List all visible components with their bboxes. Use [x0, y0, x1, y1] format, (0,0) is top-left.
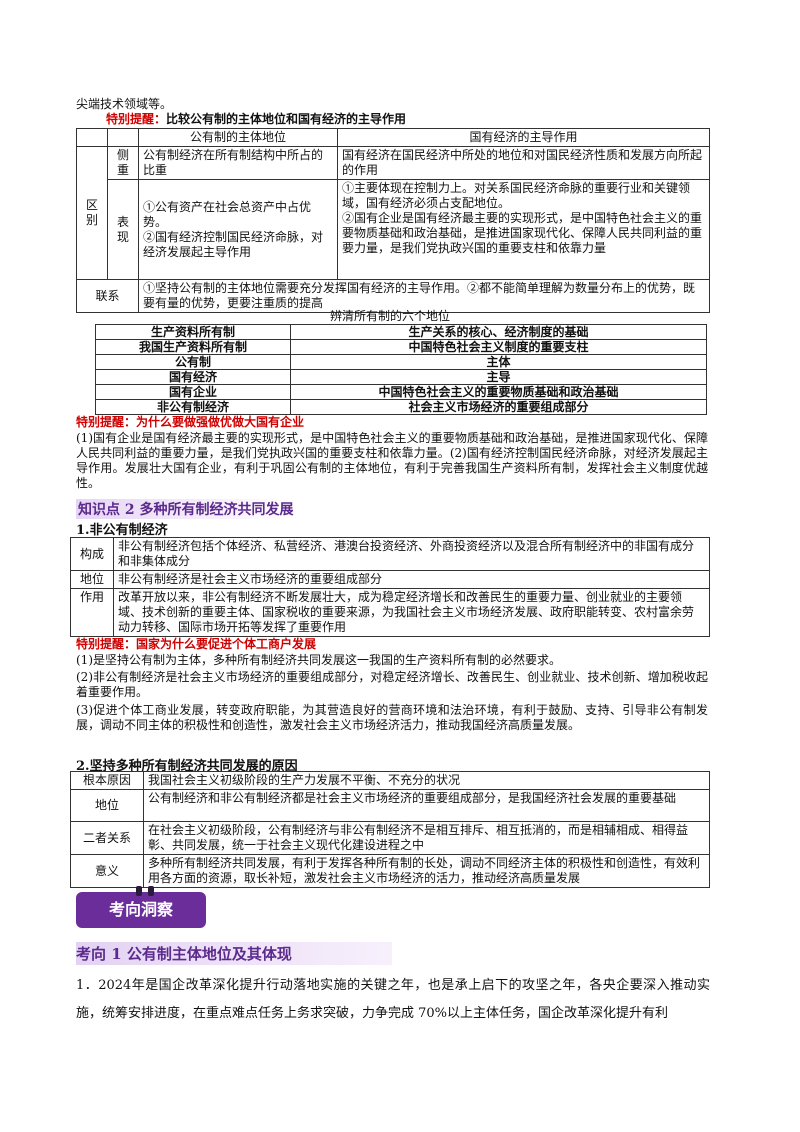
non-public-table: 构成 非公有制经济包括个体经济、私营经济、港澳台投资经济、外商投资经济以及混合所…: [70, 537, 710, 637]
focus-left-cell: 公有制经济在所有制结构中所占的比重: [138, 146, 338, 180]
note3-label: 特别提醒：国家为什么要促进个体工商户发展: [76, 637, 317, 651]
six-row-label: 我国生产资料所有制: [95, 339, 291, 355]
sec1-row-label: 作用: [70, 588, 114, 637]
six-table-title: 辨清所有制的六个地位: [330, 309, 451, 323]
top-line: 尖端技术领域等。: [76, 97, 173, 111]
six-row-value: 生产关系的核心、经济制度的基础: [290, 324, 707, 340]
question1-text: 1．2024年是国企改革深化提升行动落地实施的关键之年，也是承上启下的攻坚之年，…: [76, 978, 710, 1021]
kp2-title: 知识点 2 多种所有制经济共同发展: [76, 499, 296, 519]
compare-corner-cell-2: [107, 128, 139, 147]
badge-label: 考向洞察: [108, 900, 173, 919]
sec2-title: 2.坚持多种所有制经济共同发展的原因: [76, 759, 298, 774]
sec2-row-text: 我国社会主义初级阶段的生产力发展不平衡、不充分的状况: [143, 771, 710, 790]
six-row-value: 社会主义市场经济的重要组成部分: [290, 399, 707, 415]
six-row-value: 中国特色社会主义的重要物质基础和政治基础: [290, 384, 707, 400]
sec2-row-label: 地位: [70, 789, 144, 822]
sec2-row-text: 公有制经济和非公有制经济都是社会主义市场经济的重要组成部分，是我国经济社会发展的…: [143, 789, 710, 822]
note3-item: (1)是坚持公有制为主体，多种所有制经济共同发展这一我国的生产资料所有制的必然要…: [76, 653, 562, 667]
direction1-title: 考向 1 公有制主体地位及其体现: [76, 942, 392, 965]
note1-title: 比较公有制的主体地位和国有经济的主导作用: [166, 112, 407, 126]
sec2-row-label: 根本原因: [70, 771, 144, 790]
row-label-performance: 表现: [107, 179, 139, 280]
compare-corner-cell: [76, 128, 108, 147]
compare-table: 公有制的主体地位 国有经济的主导作用 区别 侧重 公有制经济在所有制结构中所占的…: [76, 128, 710, 313]
six-row-label: 生产资料所有制: [95, 324, 291, 340]
sec2-row-label: 意义: [70, 854, 144, 888]
col-header-state: 国有经济的主导作用: [337, 128, 710, 147]
performance-right-cell: ①主要体现在控制力上。对关系国民经济命脉的重要行业和关键领域，国有经济必须占支配…: [337, 179, 710, 280]
row-label-link: 联系: [76, 279, 139, 313]
note3-item: (3)促进个体工商业发展，转变政府职能，为其营造良好的营商环境和法治环境，有利于…: [76, 703, 708, 732]
col-header-public: 公有制的主体地位: [138, 128, 338, 147]
six-row-label: 非公有制经济: [95, 399, 291, 415]
note1-label: 特别提醒：: [106, 112, 167, 126]
performance-left-cell: ①公有资产在社会总资产中占优势。 ②国有经济控制国民经济命脉，对经济发展起主导作…: [138, 179, 338, 280]
sec1-title: 1.非公有制经济: [76, 523, 168, 538]
sec1-row-text: 改革开放以来，非公有制经济不断发展壮大，成为稳定经济增长和改善民生的重要力量、创…: [113, 588, 710, 637]
six-row-value: 主导: [290, 369, 707, 385]
link-cell: ①坚持公有制的主体地位需要充分发挥国有经济的主导作用。②都不能简单理解为数量分布…: [138, 279, 710, 313]
sec2-row-label: 二者关系: [70, 821, 144, 855]
sec1-row-label: 地位: [70, 570, 114, 589]
note2-text: (1)国有企业是国有经济最主要的实现形式，是中国特色社会主义的重要物质基础和政治…: [76, 431, 708, 490]
six-row-value: 主体: [290, 354, 707, 370]
focus-right-cell: 国有经济在国民经济中所处的地位和对国民经济性质和发展方向所起的作用: [337, 146, 710, 180]
six-row-label: 国有经济: [95, 369, 291, 385]
six-positions-table: 生产资料所有制生产关系的核心、经济制度的基础 我国生产资料所有制中国特色社会主义…: [95, 324, 707, 415]
sec1-row-label: 构成: [70, 537, 114, 571]
group-label-difference: 区别: [76, 146, 108, 280]
badge-notch: [148, 886, 154, 896]
sec2-row-text: 在社会主义初级阶段，公有制经济与非公有制经济不是相互排斥、相互抵消的，而是相辅相…: [143, 821, 710, 855]
note2-label: 特别提醒：为什么要做强做优做大国有企业: [76, 415, 305, 429]
badge-notch: [136, 886, 142, 896]
note1-heading: 特别提醒：比较公有制的主体地位和国有经济的主导作用: [106, 112, 406, 127]
six-row-label: 国有企业: [95, 384, 291, 400]
sec2-row-text: 多种所有制经济共同发展，有利于发挥各种所有制的长处，调动不同经济主体的积极性和创…: [143, 854, 710, 888]
exam-insight-badge: 考向洞察: [76, 886, 206, 928]
row-label-focus: 侧重: [107, 146, 139, 180]
six-row-label: 公有制: [95, 354, 291, 370]
sec1-row-text: 非公有制经济是社会主义市场经济的重要组成部分: [113, 570, 710, 589]
reasons-table: 根本原因 我国社会主义初级阶段的生产力发展不平衡、不充分的状况 地位 公有制经济…: [70, 771, 710, 888]
sec1-row-text: 非公有制经济包括个体经济、私营经济、港澳台投资经济、外商投资经济以及混合所有制经…: [113, 537, 710, 571]
note3-item: (2)非公有制经济是社会主义市场经济的重要组成部分，对稳定经济增长、改善民生、创…: [76, 670, 708, 699]
six-row-value: 中国特色社会主义制度的重要支柱: [290, 339, 707, 355]
